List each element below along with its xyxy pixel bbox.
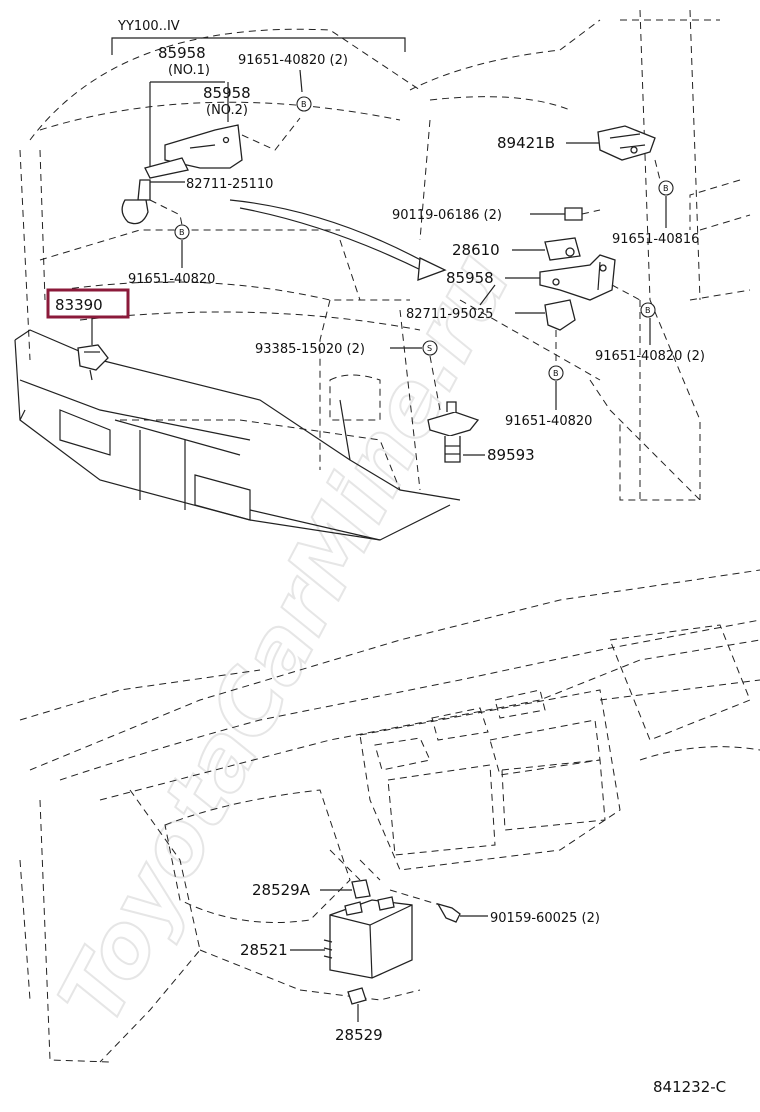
ecu-28521	[323, 896, 413, 979]
highlight-box	[46, 288, 130, 319]
svg-text:28610: 28610	[452, 241, 500, 259]
svg-text:90119-06186 (2): 90119-06186 (2)	[392, 208, 502, 223]
svg-text:91651-40820 (2): 91651-40820 (2)	[238, 53, 348, 68]
bracket-85958-no1	[144, 157, 189, 179]
svg-text:85958: 85958	[446, 269, 494, 287]
direction-arrow	[229, 199, 447, 281]
sensor-89593	[427, 401, 480, 463]
label-90159-60025: 90159-60025 (2)	[436, 902, 600, 926]
svg-text:B: B	[645, 306, 651, 315]
label-91651-40816: B 91651-40816	[612, 159, 699, 247]
svg-text:83390: 83390	[55, 296, 103, 314]
label-91651-40820-2-right: B 91651-40820 (2)	[595, 302, 705, 364]
label-85958-no1: 85958 (NO.1)	[149, 44, 225, 175]
svg-text:S: S	[427, 344, 432, 353]
vehicle-front-outline	[14, 9, 751, 541]
clamp-82711-25110	[121, 179, 183, 226]
svg-text:91651-40820 (2): 91651-40820 (2)	[595, 349, 705, 364]
svg-text:85958: 85958	[203, 84, 251, 102]
label-82711-95025: 82711-95025	[406, 284, 576, 365]
svg-text:B: B	[179, 228, 185, 237]
label-28610: 28610	[452, 237, 581, 261]
svg-text:91651-40820: 91651-40820	[128, 272, 215, 287]
label-91651-40820-mid: B 91651-40820	[505, 365, 592, 429]
svg-text:93385-15020 (2): 93385-15020 (2)	[255, 342, 365, 357]
label-83390[interactable]: 83390	[46, 288, 130, 345]
label-82711-25110: 82711-25110	[150, 177, 273, 192]
svg-text:89593: 89593	[487, 446, 535, 464]
label-89593: 89593	[463, 446, 535, 464]
svg-text:(NO.2): (NO.2)	[206, 103, 248, 118]
dashboard-outline	[19, 569, 760, 1063]
label-28529: 28529	[335, 987, 383, 1044]
svg-text:82711-95025: 82711-95025	[406, 307, 493, 322]
svg-text:91651-40820: 91651-40820	[505, 414, 592, 429]
bracket-85958-mid	[539, 254, 641, 301]
svg-text:28529: 28529	[335, 1026, 383, 1044]
svg-text:28521: 28521	[240, 941, 288, 959]
label-28529a: 28529A	[252, 879, 371, 899]
svg-text:B: B	[663, 184, 669, 193]
sensor-83390	[77, 344, 109, 381]
svg-text:82711-25110: 82711-25110	[186, 177, 273, 192]
model-note: YY100..IV	[117, 19, 180, 34]
svg-text:B: B	[301, 100, 307, 109]
label-85958-mid: 85958	[446, 269, 540, 287]
svg-text:28529A: 28529A	[252, 881, 311, 899]
label-93385-15020: 93385-15020 (2) S	[255, 340, 441, 411]
label-85958-no2: 85958 (NO.2)	[203, 82, 251, 122]
label-91651-40820-2-top: 91651-40820 (2) B	[238, 53, 348, 112]
label-90119-06186: 90119-06186 (2)	[392, 207, 601, 223]
sensor-89421b	[597, 125, 656, 161]
svg-text:89421B: 89421B	[497, 134, 555, 152]
svg-text:90159-60025 (2): 90159-60025 (2)	[490, 911, 600, 926]
svg-text:85958: 85958	[158, 44, 206, 62]
svg-text:B: B	[553, 369, 559, 378]
label-91651-40820-left: B 91651-40820	[128, 224, 215, 287]
svg-text:91651-40816: 91651-40816	[612, 232, 699, 247]
diagram-code: 841232-C	[653, 1078, 726, 1096]
svg-text:(NO.1): (NO.1)	[168, 63, 210, 78]
label-28521: 28521	[240, 941, 325, 959]
label-89421b: 89421B	[497, 134, 600, 152]
bracket-85958-no2	[164, 117, 301, 169]
model-note-bracket: YY100..IV	[111, 19, 406, 55]
